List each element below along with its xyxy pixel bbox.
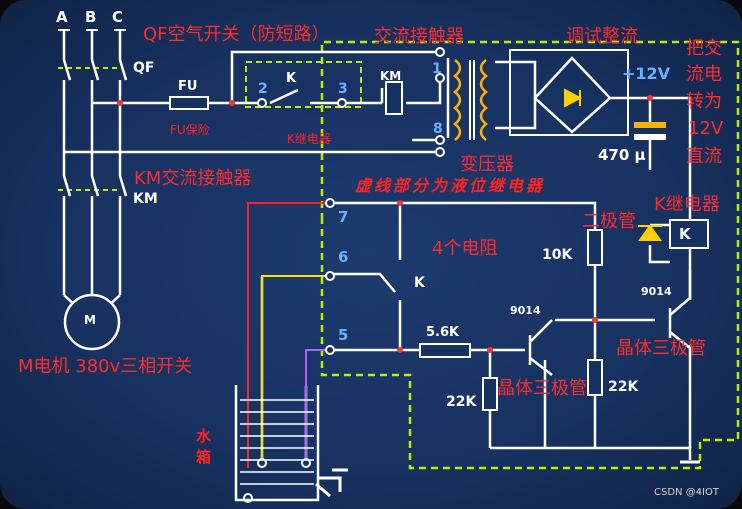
terminal-2: 2 [258,81,268,97]
r10k-lower [555,265,597,322]
probe-lines [260,276,308,460]
k-relay-note: K继电器 [287,132,331,146]
transformer-coils [453,59,488,141]
liquid-relay-boundary [320,40,740,470]
terminal-8: 8 [433,121,443,137]
r5k6-label: 5.6K [426,325,460,340]
transistor-q1 [528,319,553,376]
red-probe-wire [247,202,330,468]
phase-label-b: B [85,8,97,26]
phase-label-c: C [112,8,124,26]
km-contactor-note: KM交流接触器 [134,168,252,189]
water-lines [240,399,314,485]
resistor-10k [587,229,603,266]
rectifier-frame [509,49,629,136]
rectifier-label: 调试整流 [566,26,638,47]
transistor-q2 [668,297,691,349]
resistor-5k6 [419,343,471,358]
capacitor-symbol [634,122,666,128]
qf-title: QF空气开关（防短路） [143,24,330,45]
rectifier-output [610,96,692,300]
terminal-7: 7 [338,208,349,226]
k-contact-lower-label: K [414,275,425,291]
tank-label: 水箱 [196,427,212,466]
ground-bus [490,446,692,460]
r10k-label: 10K [542,247,573,263]
relay-diode [638,224,662,241]
km-main-label: KM [133,191,158,207]
water-tank [234,385,320,502]
phase-a-line [62,30,72,295]
bridge-diode [564,88,583,108]
r22k-left-label: 22K [446,394,477,410]
q1-label: 9014 [510,304,541,317]
k-contact-label: K [286,71,297,86]
transistor-left-label: 晶体三极管 [497,378,587,399]
k-coil-letter: K [679,225,691,243]
capacitor-label: 470 μ [598,146,646,164]
phase-label-a: A [56,8,68,26]
terminal-5: 5 [338,326,349,344]
ac-dc-line-2: 流电 [686,64,722,85]
credit-watermark: CSDN @4IOT [654,487,719,498]
terminal-3: 3 [338,81,348,97]
k-relay-right-label: K继电器 [654,194,720,215]
purple-probe-wire [305,349,330,468]
qf-label: QF [133,60,155,76]
ac-dc-line-4: 12V [688,118,724,139]
terminal7-line [330,201,597,230]
r22k-right-label: 22K [608,379,639,395]
transistor-right-label: 晶体三极管 [616,338,706,359]
km-coil-leads [380,78,442,105]
resistor-22k-right [587,359,603,396]
km-coil-label: KM [380,69,402,83]
fu-note: FU保险 [170,123,210,137]
ac-dc-line-1: 把交 [686,38,722,59]
motor-symbol-label: M [84,313,96,327]
q2-label: 9014 [641,285,672,298]
ac-dc-line-5: 直流 [686,146,722,167]
terminal6-line [330,272,396,293]
phase-b-line [90,30,100,295]
resistor-22k-left [482,377,498,411]
terminal-1: 1 [432,61,442,77]
fu-label: FU [178,79,198,94]
junction-dots [117,95,653,353]
faucet-icon [315,468,348,498]
k-relay-coil [669,219,709,249]
yellow-probe-wire [261,275,330,468]
bridge-diamond [533,56,612,134]
contactor-label: 交流接触器 [374,26,464,47]
terminal-6: 6 [338,248,349,266]
dashed-region-title: 虚线部分为液位继电器 [355,176,546,195]
plus-12v-label: +12V [622,64,671,83]
fuse-symbol [169,96,209,110]
k-contact-symbol [269,88,299,105]
secondary-to-rectifier [495,60,537,130]
four-resistors-label: 4个电阻 [432,238,498,259]
transformer-label: 变压器 [460,154,514,175]
diode-label: 二极管 [582,211,636,232]
motor-label: M电机 380v三相开关 [18,356,193,377]
phase-c-line [118,30,128,295]
motor-symbol [63,293,121,351]
ac-dc-line-3: 转为 [686,91,722,112]
upper-bus [230,50,440,103]
km-coil-symbol [385,81,403,115]
